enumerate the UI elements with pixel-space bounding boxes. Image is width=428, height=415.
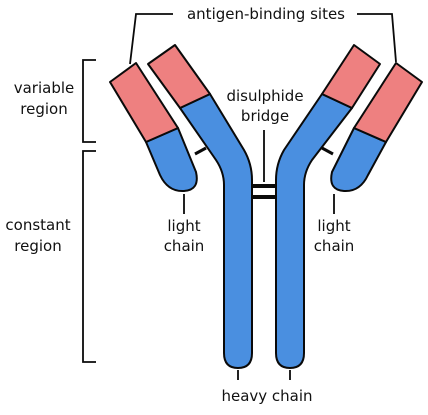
- disulphide-bridges: [194, 146, 334, 199]
- disulphide-label-line2: bridge: [241, 107, 289, 125]
- antigen-binding-sites-label: antigen-binding sites: [187, 5, 345, 23]
- left-heavy-chain: [147, 44, 253, 369]
- light-chain-right-line1: light: [317, 217, 350, 235]
- light-chain-right-line2: chain: [314, 237, 355, 255]
- antigen-leader-left: [129, 13, 173, 65]
- right-heavy-chain-variable: [321, 44, 381, 109]
- heavy-chain-label: heavy chain: [221, 387, 312, 405]
- constant-region-bracket: [82, 150, 96, 363]
- left-light-chain-variable: [109, 62, 179, 143]
- light-chain-left-line2: chain: [164, 237, 205, 255]
- variable-region-annotation: variable region: [14, 59, 96, 143]
- variable-region-label-line2: region: [20, 100, 67, 118]
- light-chain-left-line1: light: [167, 217, 200, 235]
- left-heavy-chain-constant: [179, 93, 253, 369]
- constant-region-label-line2: region: [14, 237, 61, 255]
- left-light-heavy-bridge: [194, 146, 207, 156]
- antigen-binding-sites-annotation: antigen-binding sites: [129, 5, 397, 65]
- right-light-heavy-bridge: [321, 146, 334, 156]
- left-heavy-chain-variable: [147, 44, 211, 109]
- heavy-chain-annotation: heavy chain: [221, 370, 313, 405]
- right-heavy-chain: [275, 44, 381, 369]
- variable-region-label-line1: variable: [14, 79, 75, 97]
- constant-region-annotation: constant region: [5, 150, 96, 363]
- disulphide-label-line1: disulphide: [226, 87, 303, 105]
- left-light-chain-constant: [145, 127, 198, 193]
- constant-region-label-line1: constant: [5, 216, 70, 234]
- antigen-leader-right: [357, 13, 397, 63]
- light-chain-left-annotation: light chain: [164, 194, 205, 255]
- left-light-chain: [109, 62, 198, 193]
- right-heavy-chain-constant: [275, 93, 353, 369]
- right-light-chain-variable: [353, 62, 423, 143]
- right-light-chain: [330, 62, 423, 193]
- right-light-chain-constant: [330, 127, 387, 193]
- disulphide-bridge-annotation: disulphide bridge: [226, 87, 304, 182]
- variable-region-bracket: [82, 59, 96, 143]
- light-chain-right-annotation: light chain: [314, 194, 355, 255]
